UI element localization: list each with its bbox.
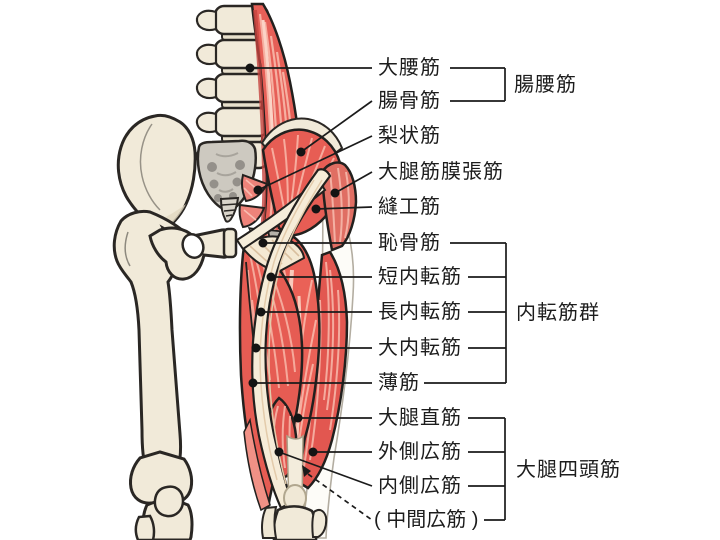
dot-sartorius <box>311 204 321 214</box>
leader-sartorius <box>315 206 373 210</box>
left-femur-trochanter-line <box>124 231 131 267</box>
group-label-adductor-group: 内転筋群 <box>516 302 600 324</box>
dot-pectineus <box>258 238 268 248</box>
right-tibia <box>272 505 318 540</box>
dot-tensor-fasciae-latae <box>330 188 340 198</box>
right-medial-bone <box>261 505 278 539</box>
group-label-quadriceps: 大腿四頭筋 <box>516 459 621 481</box>
dot-vastus-medialis <box>274 447 284 457</box>
label-iliacus: 腸骨筋 <box>378 90 441 112</box>
dot-piriformis <box>253 185 263 195</box>
tensor-fasciae-latae-striations <box>329 167 350 245</box>
dot-vastus-lateralis <box>308 447 318 457</box>
group-label-iliopsoas: 腸腰筋 <box>514 74 577 96</box>
anchor-dots <box>245 63 340 457</box>
bracket-iliopsoas <box>450 67 506 102</box>
group-brackets <box>424 67 507 521</box>
label-pectineus: 恥骨筋 <box>378 232 441 254</box>
dot-adductor-magnus <box>251 343 261 353</box>
leader-vastus-intermedius-dashed <box>307 473 373 521</box>
vastus-intermedius-arrowhead <box>302 465 311 477</box>
bracket-quadriceps <box>468 417 506 521</box>
bracket-adductor-group <box>424 242 507 384</box>
sacrum-ridges <box>215 152 239 193</box>
label-rectus-femoris: 大腿直筋 <box>378 407 462 429</box>
label-vastus-lateralis: 外側広筋 <box>378 441 462 463</box>
left-fibula <box>134 514 156 540</box>
label-vastus-intermedius: ( 中間広筋 ) <box>374 509 479 531</box>
dot-iliacus <box>296 147 306 157</box>
label-tensor-fasciae-latae: 大腿筋膜張筋 <box>378 161 504 183</box>
pubic-symphysis <box>222 227 238 259</box>
dot-rectus-femoris <box>293 413 303 423</box>
coccyx-segments <box>221 203 238 217</box>
dot-adductor-longus <box>256 307 266 317</box>
sacral-foramina <box>207 160 245 202</box>
label-adductor-longus: 長内転筋 <box>378 301 462 323</box>
leader-vastus-medialis <box>278 451 373 487</box>
label-adductor-brevis: 短内転筋 <box>378 266 462 288</box>
dot-psoas-major <box>245 63 255 73</box>
left-patella <box>153 485 185 518</box>
leader-lines <box>250 67 373 521</box>
label-gracilis: 薄筋 <box>378 372 420 394</box>
label-piriformis: 梨状筋 <box>378 125 441 147</box>
leader-iliacus <box>300 100 373 153</box>
label-vastus-medialis: 内側広筋 <box>378 475 462 497</box>
sartorius-striations <box>259 179 323 485</box>
obturator-foramen <box>181 233 205 259</box>
label-adductor-magnus: 大内転筋 <box>378 337 462 359</box>
dot-adductor-brevis <box>266 272 276 282</box>
dot-gracilis <box>248 378 258 388</box>
leader-tensor-fasciae-latae <box>334 171 373 194</box>
right-fibula <box>311 508 328 538</box>
label-psoas-major: 大腰筋 <box>378 57 441 79</box>
left-ilium-fossa-line <box>139 123 161 211</box>
leader-piriformis <box>257 135 373 191</box>
label-sartorius: 縫工筋 <box>378 196 441 218</box>
skeleton <box>112 4 270 540</box>
